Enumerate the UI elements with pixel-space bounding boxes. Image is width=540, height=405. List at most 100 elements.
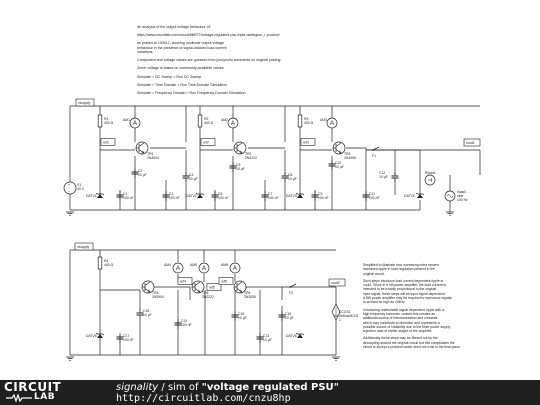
datv6-label: DATV6 — [286, 334, 297, 338]
right-note-line: Introducing undesirable signal dependent… — [363, 307, 445, 312]
ref5-label: ref5 — [209, 285, 215, 289]
zener-datv3[interactable] — [295, 192, 305, 199]
rload-label: Rload1 — [425, 171, 436, 175]
c17-value: 100 nF — [123, 338, 134, 342]
zener-datv4[interactable] — [415, 192, 425, 199]
c8-label: C8 — [288, 173, 292, 177]
ammeter-am3[interactable] — [326, 117, 338, 129]
c1-label: C1 — [123, 192, 127, 196]
tr6-value: 2N3055 — [244, 295, 256, 299]
datv4-label: DATV4 — [404, 194, 415, 198]
resistor-r3[interactable] — [297, 114, 303, 128]
c12-label: C12 — [379, 171, 385, 175]
tr5-label: TR5 — [202, 291, 209, 295]
right-note-line: high frequency harmonic content this cre… — [363, 311, 436, 316]
tr5-value: 2N2222 — [202, 295, 214, 299]
c12-value: 10 µF — [379, 175, 388, 179]
ammeter-am6[interactable] — [229, 262, 241, 274]
am3-label: AM3 — [320, 118, 327, 122]
logo-wave-icon — [6, 394, 32, 402]
capacitor-c12[interactable] — [391, 171, 399, 183]
resistor-r1[interactable] — [97, 114, 103, 128]
note-posted-1: as posted at 130612, showing nonlinear o… — [137, 41, 225, 45]
schematic-drawing[interactable]: + − V1 40 V vsupply R1 400 Ω R2 400 Ω R3… — [0, 0, 540, 380]
iload-value: sine — [457, 194, 463, 198]
c16-value: 10 µF — [263, 338, 272, 342]
right-note-line: intended to be exactly proportional to t… — [363, 287, 437, 292]
resistor-r2[interactable] — [197, 114, 203, 128]
ref4-label: ref4 — [180, 279, 186, 283]
r3-value: 400 Ω — [304, 121, 314, 125]
right-note-line: increases ripple in load regulation pres… — [363, 267, 436, 272]
zener-datv5[interactable] — [95, 332, 105, 339]
circuit-title: "voltage regulated PSU" — [201, 382, 339, 393]
c15-label: C15 — [238, 312, 244, 316]
circuit-url[interactable]: http://circuitlab.com/cnzu8hp — [116, 393, 291, 404]
tr1-value: 2N3904 — [147, 156, 159, 160]
datv3-label: DATV3 — [286, 194, 297, 198]
note-posted-2: behaviour in the presence of signal-indu… — [137, 45, 227, 50]
tr3-value: 2N3055 — [344, 156, 356, 160]
c4-label: C4 — [189, 173, 193, 177]
c18-label: C16 — [285, 312, 291, 316]
note-frequency-domain: Simulate > Frequency Domain > Run Freque… — [137, 91, 246, 95]
voltage-source-v1[interactable] — [63, 181, 77, 195]
zener-datv6[interactable] — [295, 332, 305, 339]
ref6-label: ref6 — [221, 279, 227, 283]
c3-value: 100 nF — [169, 196, 180, 200]
zener-datv2[interactable] — [195, 192, 205, 199]
iload-frequency: 100 Hz — [457, 198, 468, 202]
c11-label: C11 — [369, 192, 375, 196]
cccs1-label: CCCS1 — [339, 310, 351, 314]
top-components[interactable]: + − V1 40 V vsupply R1 400 Ω R2 400 Ω R3… — [63, 98, 481, 216]
r2-value: 400 Ω — [204, 121, 214, 125]
v1-label: V1 — [77, 183, 81, 187]
ref1-label: ref1 — [103, 140, 109, 144]
ammeter-am2[interactable] — [227, 117, 239, 129]
c10-label: C10 — [335, 161, 341, 165]
iload-label: Iload1 — [457, 190, 466, 194]
right-note-line: original circuit. — [363, 271, 385, 276]
bottom-components[interactable]: vsupply R4 400 Ω AM4 AM5 AM6 ref4 ref5 r… — [65, 242, 358, 361]
note-time-domain: Simulate > Time Domain > Run Time-Domain… — [137, 83, 228, 87]
c9-value: 100 nF — [318, 196, 329, 200]
r1-label: R1 — [104, 117, 108, 121]
ground-symbol — [445, 211, 455, 216]
schematic-canvas: An analysis of the output voltage behavi… — [0, 0, 540, 380]
note-link[interactable]: https://www.circuitlab.com/circuit/8kf97… — [137, 33, 280, 37]
c10-value: 10 µF — [335, 165, 344, 169]
tr4-value: 2N3904 — [152, 295, 164, 299]
c6-value: 100 nF — [218, 196, 229, 200]
right-note-line: decoupling around the original circuit b… — [363, 340, 455, 345]
note-zener: Zener voltage is based on community-avai… — [137, 66, 224, 70]
author-name[interactable]: signality — [116, 382, 159, 393]
c14-value: 100 nF — [181, 323, 192, 327]
logo-wordmark-bottom: LAB — [34, 392, 56, 402]
ammeter-am1[interactable] — [129, 117, 141, 129]
note-dc-sweep: Simulate > DC Sweep > Run DC Sweep — [137, 75, 202, 79]
ammeter-am5[interactable] — [198, 262, 210, 274]
r4-label: R4 — [104, 259, 108, 263]
c7-value: 100 nF — [268, 196, 279, 200]
cccs1-gain: 1 — [339, 318, 341, 322]
datv5-label: DATV5 — [86, 334, 97, 338]
r4-value: 400 Ω — [104, 263, 114, 267]
right-note-line: to at least as high as 20kHz. — [363, 300, 406, 305]
c14-label: C14 — [181, 319, 187, 323]
zener-datv1[interactable] — [95, 192, 105, 199]
ground-symbol — [65, 211, 75, 216]
resistor-r4[interactable] — [97, 256, 103, 270]
ref3-label: ref3 — [303, 140, 309, 144]
tr4-label: TR4 — [152, 291, 159, 295]
tr1-label: TR1 — [147, 152, 154, 156]
f2-label: F2 — [289, 291, 293, 295]
ground-symbol — [65, 356, 75, 361]
c8-value: 10 µF — [288, 177, 297, 181]
ammeter-am4[interactable] — [172, 262, 184, 274]
c5-label: C5 — [236, 163, 240, 167]
c16-label: C13 — [263, 334, 269, 338]
cccs1-value: AMload1/1:8 — [339, 314, 358, 318]
note-title: An analysis of the output voltage behavi… — [137, 25, 211, 29]
r3-label: R3 — [304, 117, 308, 121]
circuitlab-logo[interactable]: CIRCUIT LAB — [4, 381, 66, 404]
